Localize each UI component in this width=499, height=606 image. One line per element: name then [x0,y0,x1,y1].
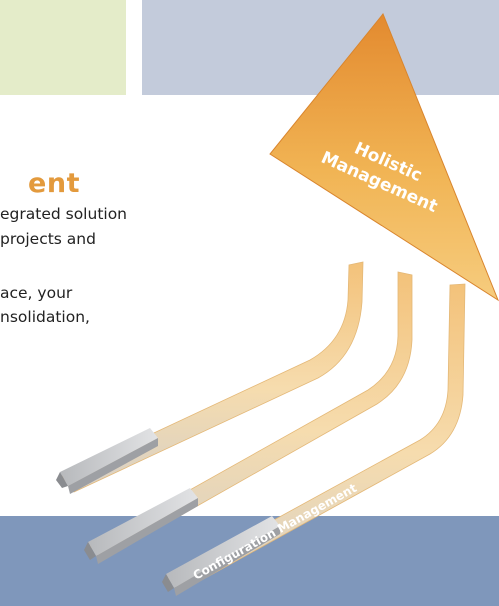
arrow-head [269,13,499,302]
shaft-label-configuration: Configuration Management [191,481,360,583]
blue-tile [142,0,499,95]
body-text-line: nsolidation, [0,308,90,326]
body-text-line: ace, your [0,284,73,302]
body-text-line: egrated solution [0,205,128,223]
body-text-line: projects and [0,230,96,248]
section-heading: ent [28,168,80,199]
shaft-bar-ends [56,428,280,596]
green-tile [0,0,126,95]
